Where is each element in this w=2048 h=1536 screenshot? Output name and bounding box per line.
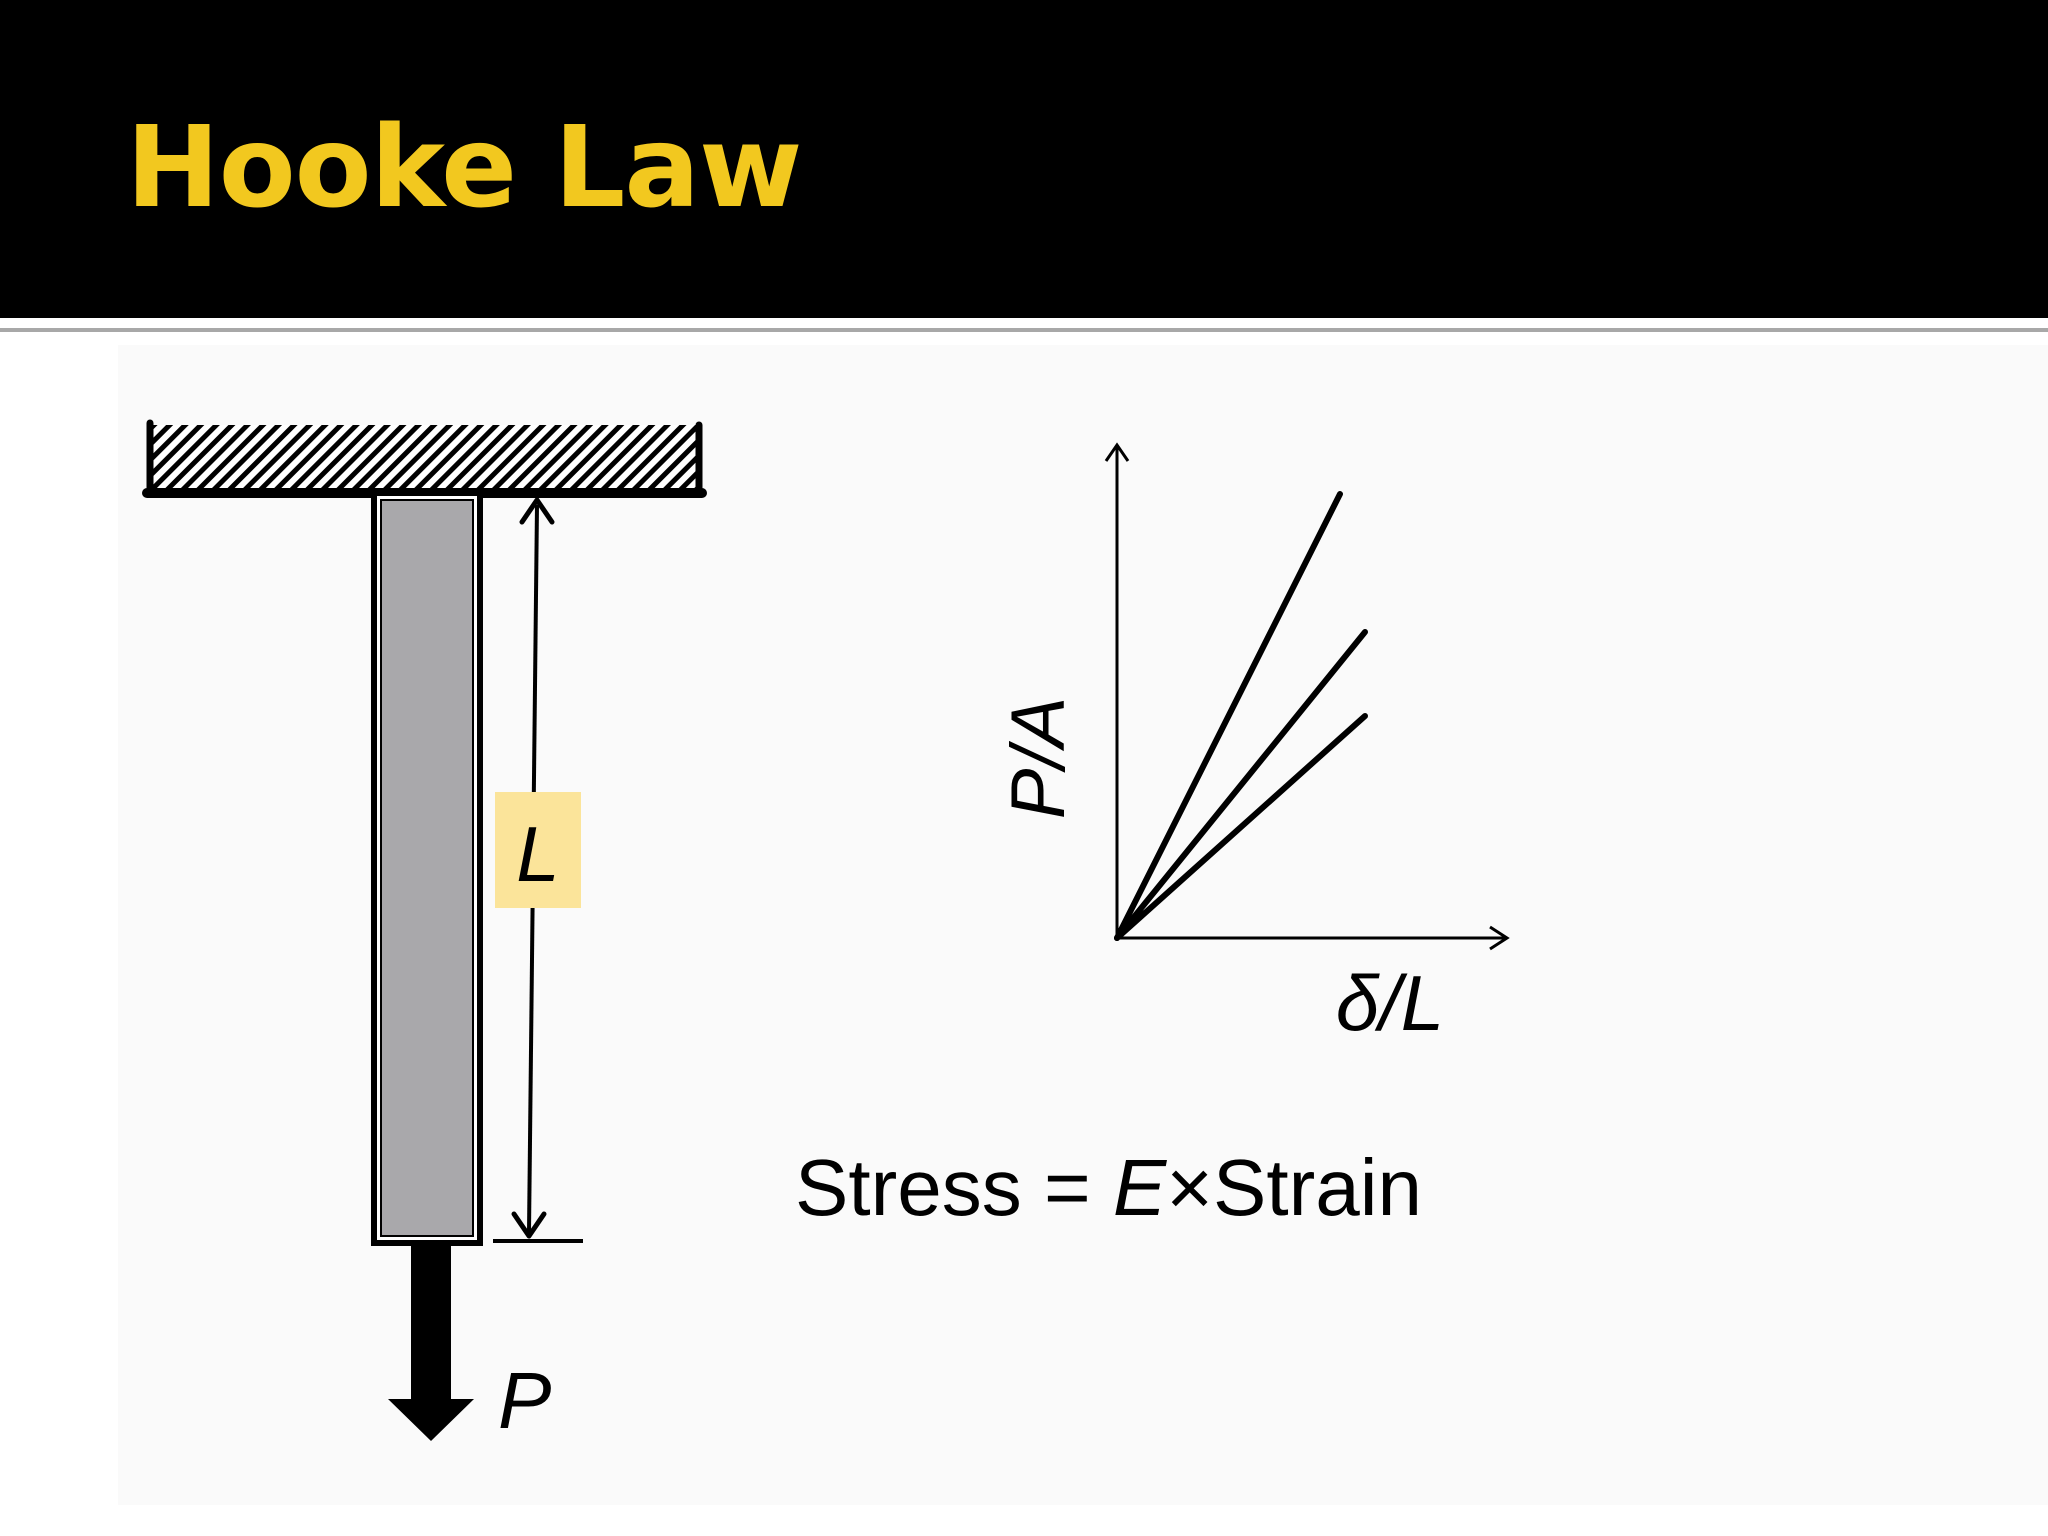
y-axis-label: P/A [996, 697, 1081, 820]
equation-modulus: E [1112, 1143, 1167, 1232]
header-bar [0, 0, 2048, 318]
length-label: L [516, 810, 559, 898]
header-divider [0, 328, 2048, 332]
load-arrow [388, 1243, 474, 1441]
equation-rhs: Strain [1212, 1143, 1422, 1232]
axial-bar [371, 490, 483, 1246]
x-axis-arrowhead [1489, 925, 1510, 951]
equation-times: × [1166, 1143, 1213, 1232]
fixed-support [142, 419, 707, 498]
stress-strain-graph [1104, 442, 1510, 951]
slide-title: Hooke Law [126, 103, 802, 233]
graph-line-1 [1114, 491, 1343, 941]
equation-equals: = [1043, 1143, 1091, 1232]
load-label: P [498, 1356, 551, 1445]
hooke-equation: Stress = E×Strain [795, 1148, 1422, 1228]
x-axis-label: δ/L [1336, 959, 1444, 1047]
equation-lhs: Stress [795, 1143, 1022, 1232]
length-label-highlight [495, 792, 581, 908]
graph-line-3 [1114, 713, 1368, 941]
y-axis-arrowhead [1104, 442, 1130, 462]
graph-line-2 [1114, 629, 1368, 941]
